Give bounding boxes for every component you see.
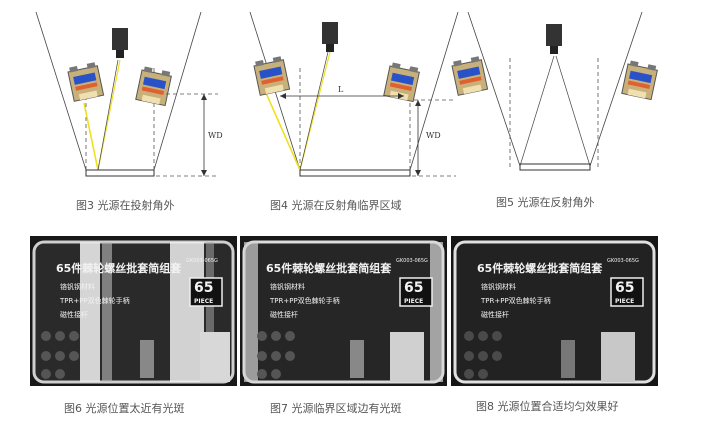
- feature-2: TPR+PP双色棘轮手柄: [60, 297, 130, 305]
- fov-line-left: [35, 11, 87, 171]
- camera-icon: [322, 22, 338, 52]
- light-source-left-icon: [451, 56, 489, 96]
- light-source-left-icon: [253, 56, 291, 96]
- light-source-right-icon: [621, 60, 658, 101]
- feature-3: 磁性接杆: [60, 311, 88, 319]
- object-surface: [299, 169, 411, 177]
- badge-number: 65: [615, 280, 635, 296]
- caption-fig6: 图6 光源位置太近有光斑: [64, 402, 185, 415]
- product-code: GK003-065G: [186, 258, 218, 264]
- caption-fig4: 图4 光源在反射角临界区域: [270, 199, 402, 212]
- badge-number: 65: [404, 280, 424, 296]
- photo-fig7: 65件棘轮螺丝批套简组套 GK003-065G 铬钒钢材料 TPR+PP双色棘轮…: [240, 236, 447, 386]
- feature-1: 铬钒钢材料: [270, 283, 305, 291]
- object-surface: [85, 169, 155, 177]
- badge-word: PIECE: [404, 298, 424, 305]
- feature-3: 磁性接杆: [270, 311, 298, 319]
- badge-number: 65: [194, 280, 214, 296]
- diagram-fig3-svg: WD: [35, 11, 223, 177]
- product-title: 65件棘轮螺丝批套简组套: [477, 262, 603, 275]
- camera-icon: [546, 24, 562, 54]
- caption-fig8: 图8 光源位置合适均匀效果好: [476, 400, 619, 413]
- photo-fig6: 65件棘轮螺丝批套简组套 GK003-065G 铬钒钢材料 TPR+PP双色棘轮…: [30, 236, 237, 386]
- object-surface: [519, 163, 591, 171]
- photo-fig8-art: [451, 236, 658, 386]
- badge-word: PIECE: [194, 298, 214, 305]
- product-title: 65件棘轮螺丝批套简组套: [56, 262, 182, 275]
- product-code: GK003-065G: [607, 258, 639, 264]
- wd-label: WD: [426, 131, 441, 140]
- diagram-fig4: L WD: [238, 8, 466, 188]
- feature-1: 铬钒钢材料: [481, 283, 516, 291]
- light-source-right-icon: [135, 66, 172, 107]
- ray-yellow: [265, 92, 301, 171]
- product-code: GK003-065G: [396, 258, 428, 264]
- photo-fig8: 65件棘轮螺丝批套简组套 GK003-065G 铬钒钢材料 TPR+PP双色棘轮…: [451, 236, 658, 386]
- feature-1: 铬钒钢材料: [60, 283, 95, 291]
- diagram-fig4-svg: L WD: [249, 11, 459, 177]
- diagram-fig3: WD: [6, 8, 234, 188]
- feature-3: 磁性接杆: [481, 311, 509, 319]
- photo-fig7-art: [240, 236, 447, 386]
- caption-fig5: 图5 光源在反射角外: [496, 196, 595, 209]
- feature-2: TPR+PP双色棘轮手柄: [270, 297, 340, 305]
- fov-line-right: [153, 11, 202, 171]
- product-title: 65件棘轮螺丝批套简组套: [266, 262, 392, 275]
- light-source-right-icon: [383, 62, 420, 103]
- camera-icon: [112, 28, 128, 58]
- wd-label: WD: [208, 131, 223, 140]
- diagram-fig5: [444, 8, 672, 188]
- caption-fig3: 图3 光源在投射角外: [76, 199, 175, 212]
- l-label: L: [338, 85, 344, 94]
- caption-fig7: 图7 光源临界区域边有光斑: [270, 402, 402, 415]
- light-source-left-icon: [67, 62, 105, 102]
- feature-2: TPR+PP双色棘轮手柄: [481, 297, 551, 305]
- badge-word: PIECE: [615, 298, 635, 305]
- diagram-fig5-svg: [451, 11, 658, 171]
- ray-yellow: [83, 102, 99, 171]
- photo-fig6-art: [30, 236, 237, 386]
